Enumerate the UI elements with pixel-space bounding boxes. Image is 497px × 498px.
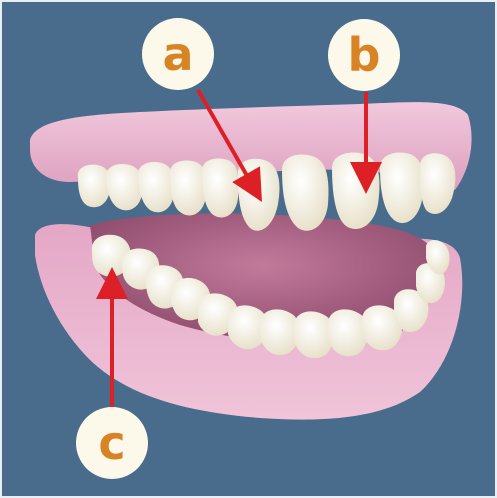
- lower-tooth: [328, 309, 368, 356]
- label-a: a: [142, 18, 214, 90]
- label-b-text: b: [348, 28, 381, 82]
- label-c: c: [76, 407, 148, 479]
- label-a-text: a: [162, 27, 193, 81]
- label-b: b: [328, 19, 400, 91]
- label-c-text: c: [98, 416, 125, 470]
- upper-tooth: [78, 165, 111, 208]
